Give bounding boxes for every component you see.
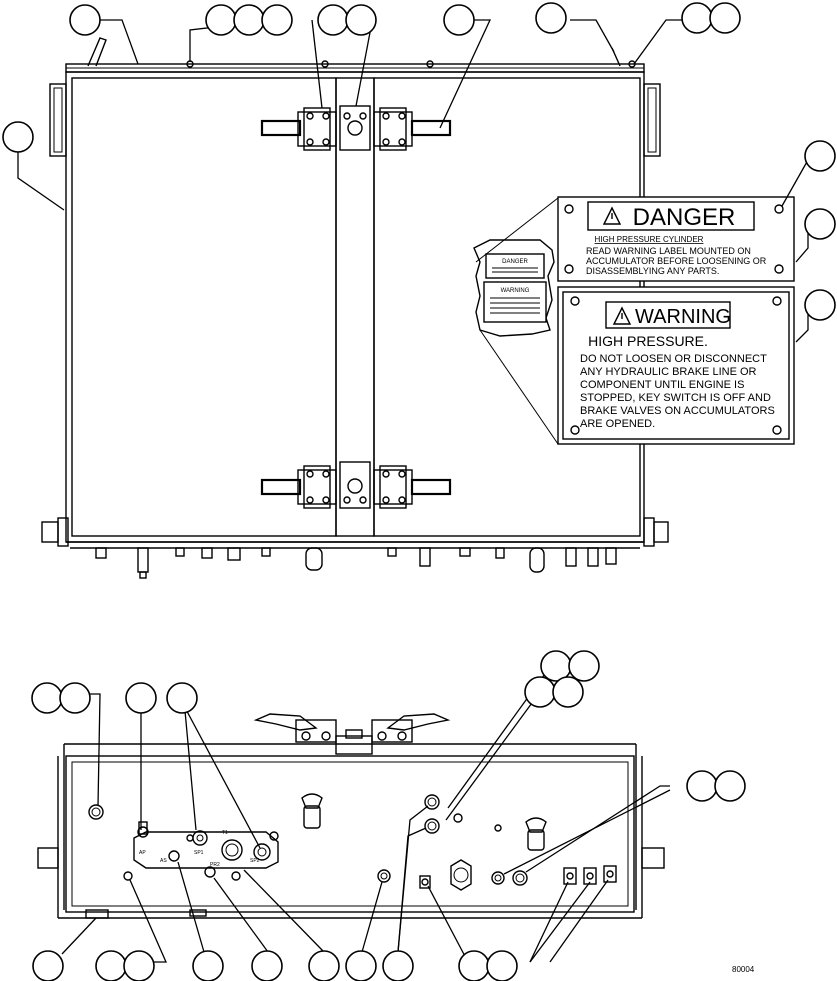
port-label-ap: AP <box>139 850 146 856</box>
warning-line-5: BRAKE VALVES ON ACCUMULATORS <box>580 405 775 417</box>
port-plate <box>133 831 279 869</box>
lower-latches <box>260 461 452 509</box>
left-door <box>71 77 337 537</box>
danger-subheading: HIGH PRESSURE CYLINDER <box>595 235 704 244</box>
upper-latches <box>260 105 452 151</box>
center-post <box>335 77 375 537</box>
warning-heading: WARNING <box>635 306 731 328</box>
cabinet-bottom-view: AP AS SP1 PR2 T1 SP2 <box>31 650 746 981</box>
port-label-t1: T1 <box>222 830 228 836</box>
right-flange <box>643 83 661 157</box>
warning-subheading: HIGH PRESSURE. <box>588 333 708 349</box>
bottom-panel <box>65 755 635 913</box>
mini-warning-text: WARNING <box>501 288 530 294</box>
danger-warning-triangle-icon <box>602 206 622 225</box>
mini-warning-label <box>483 281 547 323</box>
danger-label: DANGER HIGH PRESSURE CYLINDER READ WARNI… <box>557 196 795 282</box>
warning-line-4: STOPPED, KEY SWITCH IS OFF AND <box>580 392 771 404</box>
bottom-view-latches <box>253 713 451 755</box>
figure-id: 80004 <box>732 965 755 974</box>
danger-line-3: DISASSEMBLYING ANY PARTS. <box>586 266 719 276</box>
danger-line-1: READ WARNING LABEL MOUNTED ON <box>586 246 751 256</box>
warning-line-3: COMPONENT UNTIL ENGINE IS <box>580 379 744 391</box>
warning-line-2: ANY HYDRAULIC BRAKE LINE OR <box>580 366 757 378</box>
bottom-fittings <box>95 547 617 579</box>
warning-label: WARNING HIGH PRESSURE. DO NOT LOOSEN OR … <box>557 286 795 445</box>
hex-plug <box>450 859 472 891</box>
danger-heading: DANGER <box>633 204 736 231</box>
mini-danger-label <box>485 253 545 279</box>
port-label-pr2: PR2 <box>210 862 220 868</box>
mini-danger-text: DANGER <box>502 259 528 265</box>
warning-triangle-icon <box>612 306 632 325</box>
danger-line-2: ACCUMULATOR BEFORE LOOSENING OR <box>586 256 767 266</box>
warning-line-1: DO NOT LOOSEN OR DISCONNECT <box>580 353 767 365</box>
warning-line-6: ARE OPENED. <box>580 418 655 430</box>
bottom-view-callouts <box>31 650 746 981</box>
top-view-callouts <box>2 2 836 321</box>
bottom-view-leaders <box>61 663 671 963</box>
mini-label-cluster: DANGER WARNING <box>473 197 559 445</box>
top-handle <box>87 37 107 67</box>
cabinet-front-view: DANGER WARNING DANGER HIGH PRESSURE CYLI <box>2 2 836 579</box>
port-label-sp1: SP1 <box>194 850 204 856</box>
port-label-as: AS <box>160 858 167 864</box>
port-label-sp2: SP2 <box>250 858 260 864</box>
left-flange <box>49 83 67 157</box>
cabinet-body <box>65 71 645 543</box>
